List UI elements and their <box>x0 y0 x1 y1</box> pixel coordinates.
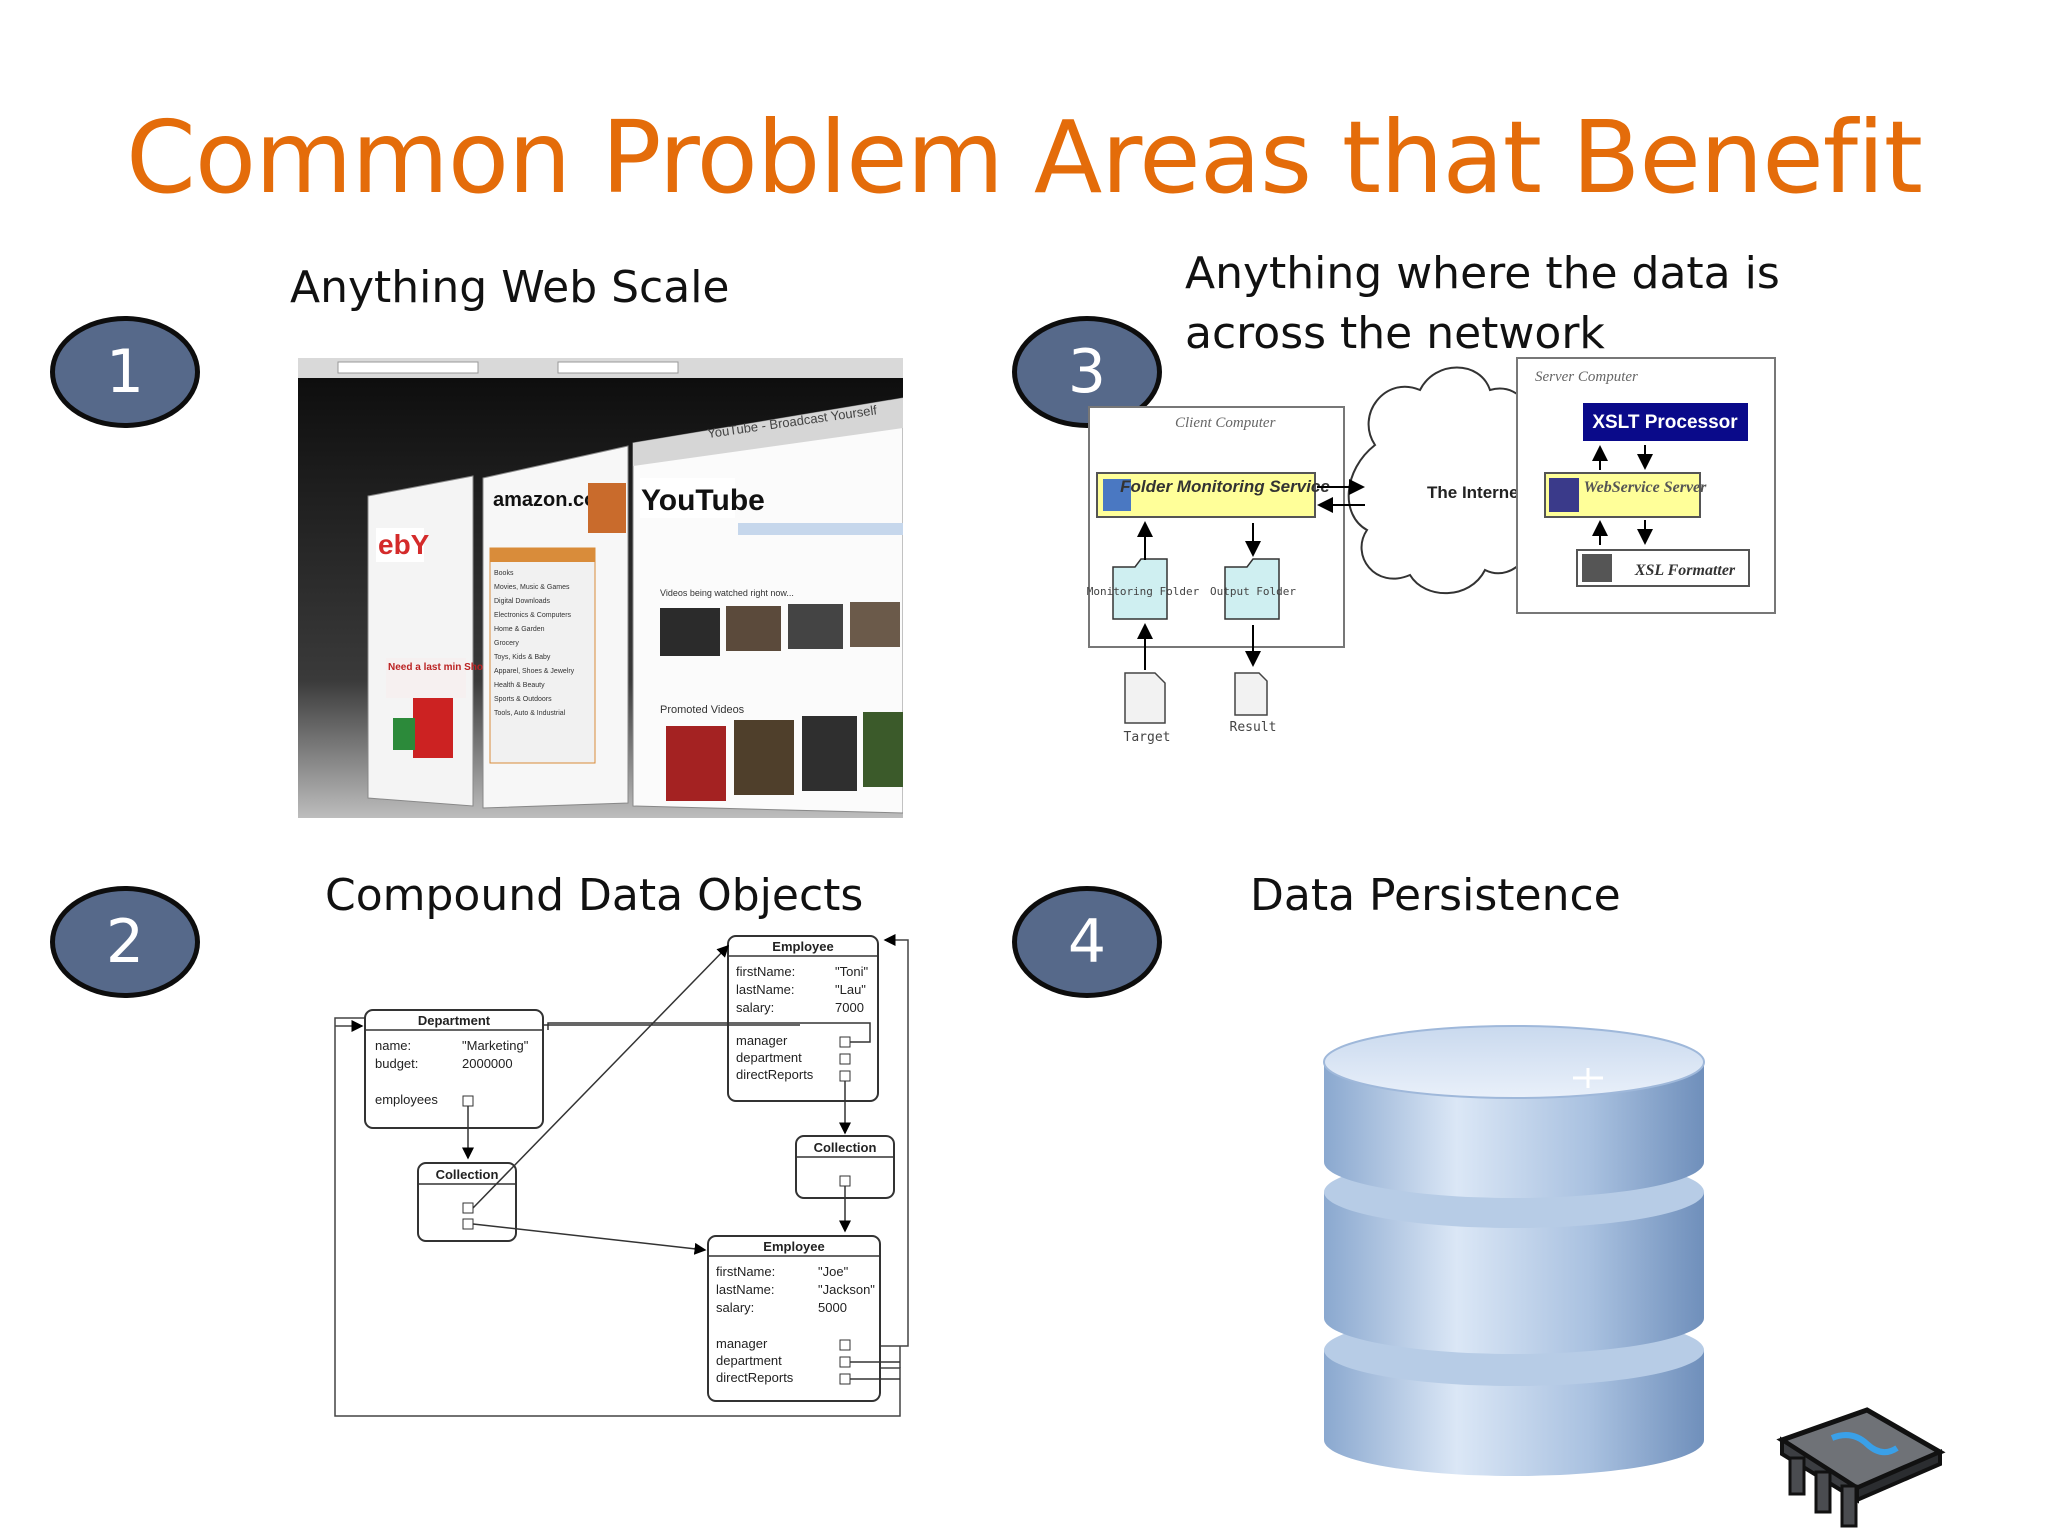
webservice-label: WebService Server <box>1584 479 1708 496</box>
badge-2: 2 <box>50 886 200 998</box>
field-value: "Marketing" <box>462 1038 529 1053</box>
ref-name: directReports <box>736 1067 814 1082</box>
field-value: 7000 <box>835 1000 864 1015</box>
ebay-logo: ebY <box>378 529 430 560</box>
internet-label: The Internet <box>1427 483 1525 502</box>
amazon-menu-item: Apparel, Shoes & Jewelry <box>494 668 575 675</box>
xslt-processor-label: XSLT Processor <box>1592 412 1738 433</box>
youtube-logo: YouTube <box>641 484 765 517</box>
field-value: "Joe" <box>818 1264 849 1279</box>
service-icon <box>1103 479 1131 511</box>
xsl-formatter-label: XSL Formatter <box>1634 562 1736 579</box>
folder-monitoring-service <box>1096 472 1316 518</box>
field-value: 5000 <box>818 1300 847 1315</box>
xslt-processor <box>1583 403 1748 441</box>
amazon-menu-item: Movies, Music & Games <box>494 584 570 591</box>
monitoring-folder-label: Monitoring Folder <box>1087 585 1200 598</box>
field-value: 2000000 <box>462 1056 513 1071</box>
employee-top-title: Employee <box>772 939 833 954</box>
database-icon <box>1323 1025 1705 1476</box>
caption-data-persistence: Data Persistence <box>1250 870 1621 921</box>
collection-left-box: Collection <box>417 1162 517 1242</box>
web-scale-screenshot: ebY Need a last min Shopping.com amazon.… <box>298 358 903 818</box>
field-name: lastName: <box>716 1282 775 1297</box>
amazon-menu-item: Sports & Outdoors <box>494 696 552 703</box>
youtube-promoted-label: Promoted Videos <box>660 704 745 716</box>
field-name: budget: <box>375 1056 418 1071</box>
field-name: lastName: <box>736 982 795 997</box>
badge-1: 1 <box>50 316 200 428</box>
amazon-menu-item: Books <box>494 570 514 577</box>
caption-compound-data: Compound Data Objects <box>325 870 864 921</box>
employee-bottom-title: Employee <box>763 1239 824 1254</box>
ebay-promo: Need a last min Shopping.com <box>388 662 534 673</box>
result-label: Result <box>1230 720 1277 735</box>
target-label: Target <box>1124 730 1171 745</box>
field-value: "Lau" <box>835 982 866 997</box>
ebay-window: ebY Need a last min Shopping.com <box>367 475 534 807</box>
employee-top-box: Employee firstName: "Toni" lastName: "La… <box>727 935 879 1102</box>
client-computer-label: Client Computer <box>1175 415 1276 431</box>
youtube-window: YouTube - Broadcast Yourself YouTube Vid… <box>632 397 903 814</box>
collection-left-title: Collection <box>436 1167 499 1182</box>
field-value: "Jackson" <box>818 1282 875 1297</box>
result-document-icon <box>1234 672 1268 716</box>
amazon-menu-item: Toys, Kids & Baby <box>494 654 551 661</box>
formatter-icon <box>1582 554 1612 582</box>
output-folder-icon <box>1224 558 1280 620</box>
amazon-menu-item: Tools, Auto & Industrial <box>494 710 566 717</box>
collection-right-title: Collection <box>814 1140 877 1155</box>
youtube-videos-label: Videos being watched right now... <box>660 588 794 598</box>
amazon-logo: amazon.com <box>493 489 614 511</box>
amazon-menu-item: Health & Beauty <box>494 682 545 689</box>
webservice-icon <box>1549 478 1579 512</box>
department-box: Department name: "Marketing" budget: 200… <box>364 1009 544 1129</box>
caption-web-scale: Anything Web Scale <box>290 262 730 313</box>
amazon-window: amazon.com Books Movies, Music & Games D… <box>482 445 629 809</box>
output-folder-label: Output Folder <box>1210 585 1296 598</box>
badge-3: 3 <box>1012 316 1162 428</box>
ref-name: department <box>716 1353 782 1368</box>
ref-name: directReports <box>716 1370 794 1385</box>
field-name: salary: <box>736 1000 774 1015</box>
amazon-menu-item: Digital Downloads <box>494 598 551 605</box>
network-diagram: Client Computer Folder Monitoring Servic… <box>1087 357 1776 745</box>
field-name: firstName: <box>736 964 795 979</box>
chip-logo-icon <box>1776 1407 1946 1528</box>
amazon-menu-item: Grocery <box>494 640 519 647</box>
ref-name: department <box>736 1050 802 1065</box>
field-value: "Toni" <box>835 964 868 979</box>
server-computer-label: Server Computer <box>1535 369 1638 385</box>
field-name: firstName: <box>716 1264 775 1279</box>
field-name: salary: <box>716 1300 754 1315</box>
employee-bottom-box: Employee firstName: "Joe" lastName: "Jac… <box>707 1235 881 1402</box>
ref-name: manager <box>716 1336 768 1351</box>
folder-service-label: Folder Monitoring Service <box>1120 477 1330 496</box>
amazon-menu-item: Electronics & Computers <box>494 612 572 619</box>
ref-name: manager <box>736 1033 788 1048</box>
monitoring-folder-icon <box>1112 558 1168 620</box>
sparkle-icon <box>1573 1068 1603 1088</box>
object-graph-diagram: Employee firstName: "Toni" lastName: "La… <box>334 934 909 1417</box>
slide-title: Common Problem Areas that Benefit <box>126 99 1923 216</box>
target-document-icon <box>1124 672 1166 724</box>
badge-4: 4 <box>1012 886 1162 998</box>
caption-network: Anything where the data is across the ne… <box>1185 248 1780 359</box>
ref-name: employees <box>375 1092 438 1107</box>
field-name: name: <box>375 1038 411 1053</box>
amazon-menu-item: Home & Garden <box>494 626 545 633</box>
department-title: Department <box>418 1013 491 1028</box>
